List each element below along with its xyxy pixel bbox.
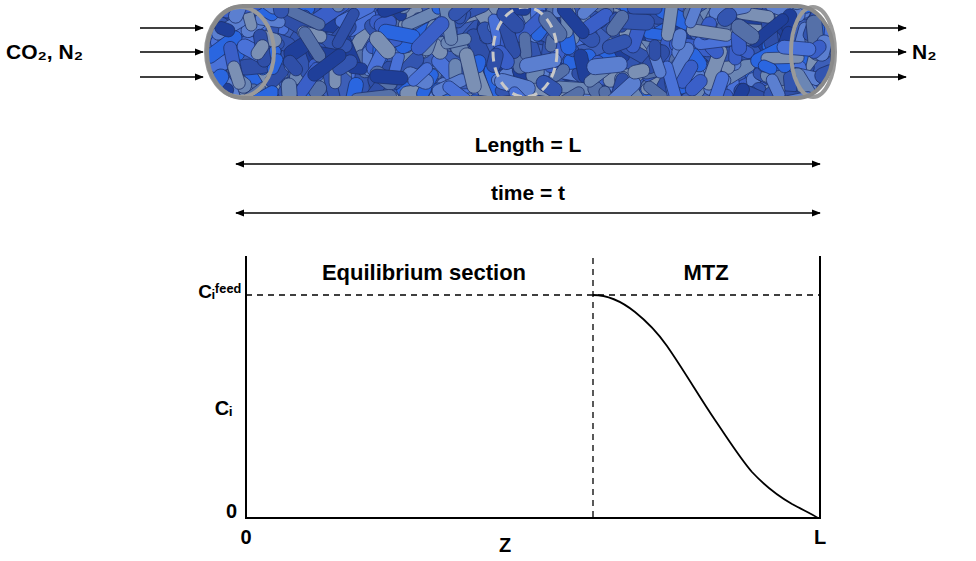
pellet <box>586 56 628 76</box>
outlet-arrow <box>850 76 906 78</box>
outlet-arrow <box>850 27 906 29</box>
pellet <box>731 81 752 98</box>
axis-tick: L <box>814 526 826 548</box>
pellet <box>776 40 816 57</box>
zone-divider <box>592 258 593 518</box>
flow-arrows <box>140 28 906 213</box>
column-end <box>791 7 835 97</box>
outlet-label: N₂ <box>912 40 937 63</box>
dimension-arrow <box>236 163 820 165</box>
pellet <box>305 46 348 83</box>
pellet <box>683 72 711 98</box>
pellet <box>627 62 651 80</box>
dimension-label: time = t <box>491 181 565 204</box>
pellet <box>408 14 452 59</box>
pellet <box>670 27 688 51</box>
pellet <box>207 82 213 98</box>
feed-arrow <box>140 27 203 29</box>
pellet <box>764 72 787 98</box>
pellet <box>703 70 730 98</box>
pellet <box>281 77 298 98</box>
axis <box>245 517 821 519</box>
pellet <box>728 16 763 48</box>
zone-label: Equilibrium section <box>322 261 526 285</box>
concentration-curve <box>593 295 818 518</box>
dimension-label: Length = L <box>475 133 582 156</box>
column-slice <box>493 7 557 97</box>
zone-label: MTZ <box>683 261 728 285</box>
dimension-arrow <box>236 212 820 214</box>
pellet <box>249 37 272 62</box>
pellet <box>600 33 633 57</box>
pellet <box>533 72 565 98</box>
adsorption-column <box>181 0 851 125</box>
pellet <box>649 40 661 61</box>
pellet <box>446 6 479 24</box>
profile-chart <box>245 256 821 519</box>
pellet <box>458 46 483 95</box>
column-wall <box>207 6 833 98</box>
pellet <box>330 6 361 50</box>
pellet <box>281 53 306 79</box>
pellet <box>366 28 399 62</box>
pellet <box>575 6 618 22</box>
pellet <box>519 32 533 61</box>
pellet <box>296 24 328 64</box>
axis-label: Z <box>499 534 511 556</box>
pellet <box>604 8 632 39</box>
feed-arrow <box>140 76 203 78</box>
pellet <box>406 60 435 88</box>
pellet <box>757 58 779 76</box>
outlet-arrow <box>850 51 906 53</box>
pellets <box>207 6 833 98</box>
axis-tick: 0 <box>240 526 251 548</box>
feed-label: CO₂, N₂ <box>6 40 83 63</box>
pellet <box>440 78 473 98</box>
axis-tick: 0 <box>226 500 237 522</box>
feed-arrow <box>140 51 203 53</box>
pellet <box>226 59 247 91</box>
pellet <box>369 69 408 86</box>
axis-label: Cᵢᶠᵉᵉᵈ <box>198 282 241 303</box>
pellet <box>683 6 710 30</box>
axis-label: Cᵢ <box>215 397 232 419</box>
feed-level <box>246 294 820 295</box>
